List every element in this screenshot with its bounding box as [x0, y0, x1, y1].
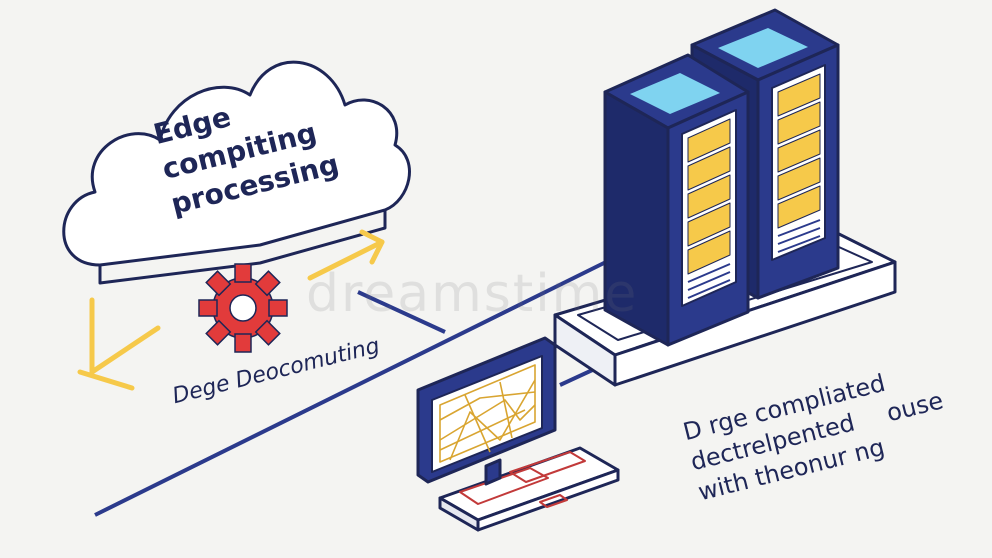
server-rack-icon	[603, 53, 750, 347]
sync-arrows-icon	[77, 229, 385, 391]
cloud-icon	[62, 60, 411, 285]
gear-icon	[198, 263, 288, 353]
computer-icon	[416, 336, 620, 532]
watermark: dreamstime	[306, 264, 639, 324]
